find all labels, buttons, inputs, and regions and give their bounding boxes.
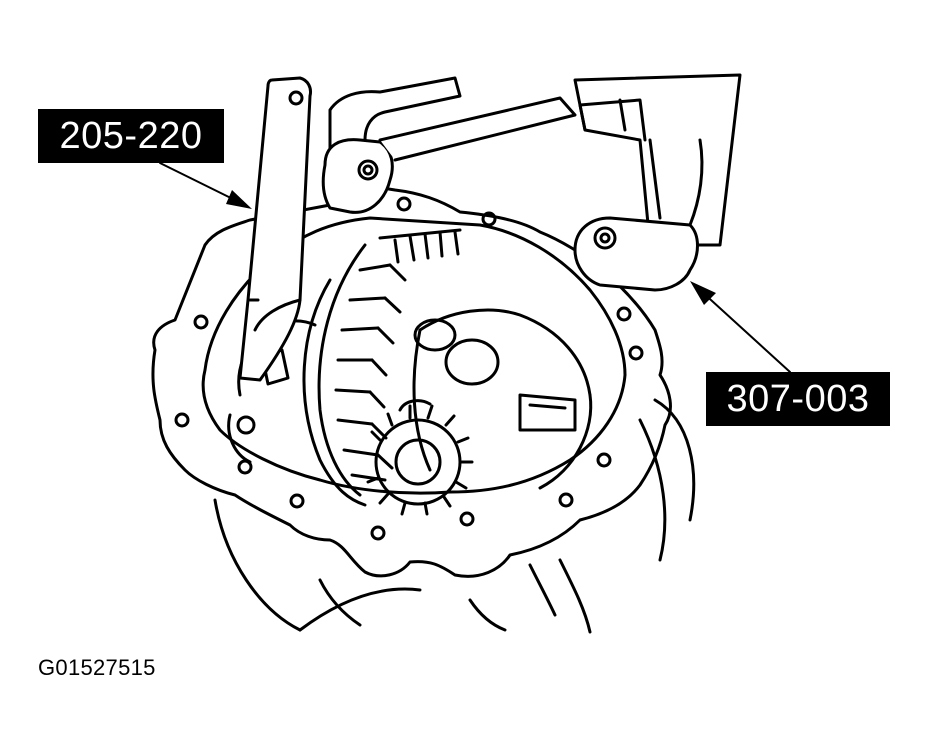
arrowhead-205-220 (226, 190, 252, 209)
callout-label-307-003: 307-003 (706, 372, 890, 426)
ring-gear (302, 228, 462, 507)
leader-307-003 (699, 289, 791, 373)
axle-housing (213, 398, 696, 634)
spanner-tool-205-220 (238, 76, 312, 382)
arrowhead-307-003 (690, 281, 716, 305)
pinion-gear (366, 399, 474, 516)
callout-label-205-220: 205-220 (38, 109, 224, 163)
spreader-tool-307-003 (321, 73, 742, 292)
housing-flange (151, 186, 672, 578)
figure-id-label: G01527515 (38, 655, 156, 680)
differential-case (412, 308, 593, 490)
